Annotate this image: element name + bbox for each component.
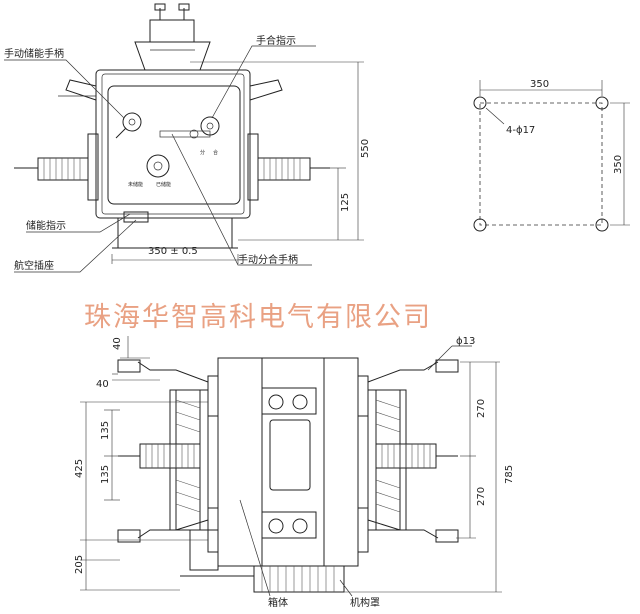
open-mark: 分 bbox=[200, 149, 205, 156]
label-manual-close-indicator: 手合指示 bbox=[256, 34, 296, 47]
enclosure-box bbox=[217, 357, 359, 567]
mount-spacing-v: 350 bbox=[613, 155, 624, 174]
dim-left-40: 40 bbox=[96, 379, 109, 390]
dim-205: 205 bbox=[74, 555, 85, 574]
mount-hole bbox=[595, 218, 609, 232]
dim-top-40: 40 bbox=[112, 337, 123, 350]
mount-hole bbox=[473, 218, 487, 232]
front-left-bushing bbox=[14, 133, 99, 201]
label-aviation-socket: 航空插座 bbox=[14, 259, 54, 272]
dim-height: 550 bbox=[360, 139, 371, 158]
front-view: 分 合 未储能 已储能 手动储能手柄 手合指示 储能指示 航空插座 手动分合手柄… bbox=[4, 3, 371, 273]
label-mechanism-cover: 机构罩 bbox=[350, 596, 380, 609]
company-watermark: 珠海华智高科电气有限公司 bbox=[84, 302, 432, 333]
dim-270-a: 270 bbox=[476, 399, 487, 418]
dim-bottom: 125 bbox=[340, 193, 351, 212]
dim-425: 425 bbox=[74, 459, 85, 478]
close-mark: 合 bbox=[213, 149, 218, 156]
dim-135-b: 135 bbox=[100, 465, 111, 484]
right-insulators bbox=[367, 359, 459, 543]
top-terminal bbox=[149, 19, 195, 43]
mount-hole bbox=[595, 96, 609, 110]
store-handle-knob bbox=[122, 112, 142, 132]
front-housing bbox=[95, 69, 251, 219]
label-manual-open-handle: 手动分合手柄 bbox=[238, 253, 298, 266]
label-storage-indicator: 储能指示 bbox=[26, 219, 66, 232]
mounting-pattern: 350 4-ϕ17 350 bbox=[473, 79, 630, 232]
left-insulators bbox=[117, 359, 209, 543]
aviation-socket-body bbox=[123, 211, 149, 223]
not-stored-mark: 未储能 bbox=[128, 181, 143, 188]
mount-outline bbox=[479, 102, 603, 226]
bottom-view: 40 40 425 135 135 205 270 270 785 ϕ13 箱 bbox=[74, 336, 515, 609]
label-enclosure: 箱体 bbox=[268, 596, 288, 609]
mechanism-cover bbox=[253, 565, 345, 593]
dim-width: 350 ± 0.5 bbox=[148, 246, 198, 257]
dim-270-b: 270 bbox=[476, 487, 487, 506]
storage-indicator-dial bbox=[146, 154, 170, 178]
top-hood bbox=[134, 41, 211, 71]
stored-mark: 已储能 bbox=[156, 181, 171, 188]
front-right-bushing bbox=[247, 133, 330, 201]
mount-spacing-h: 350 bbox=[530, 79, 549, 90]
dim-135-a: 135 bbox=[100, 421, 111, 440]
mount-holes: 4-ϕ17 bbox=[506, 125, 535, 136]
label-manual-store-handle: 手动储能手柄 bbox=[4, 47, 64, 60]
dim-hole: ϕ13 bbox=[456, 336, 475, 347]
dim-785: 785 bbox=[504, 465, 515, 484]
mount-hole bbox=[473, 96, 487, 110]
